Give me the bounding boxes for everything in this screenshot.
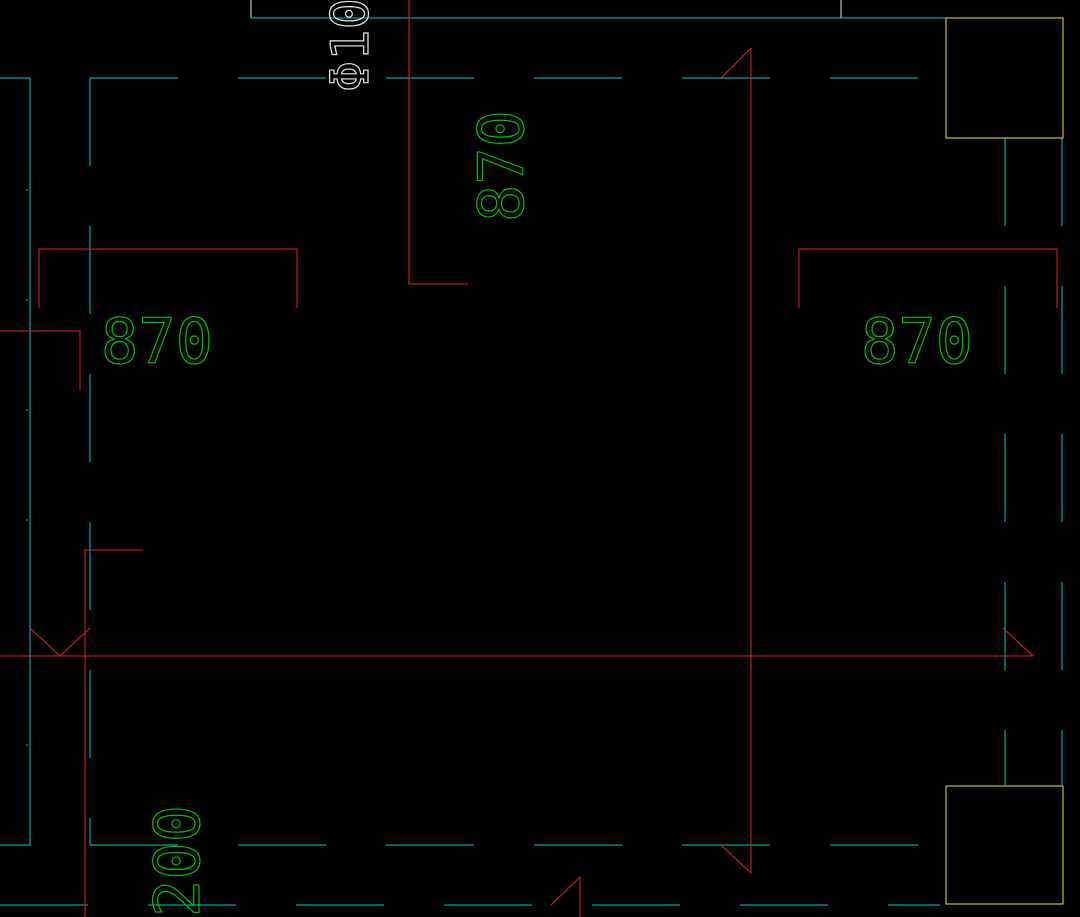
grid-dot: [26, 409, 28, 411]
top-white-border: [250, 0, 842, 18]
drawing-labels: Φ10 870 870 870 200: [100, 0, 973, 917]
dimension-left-label: 870: [101, 305, 213, 378]
dimension-top-label: 870: [465, 110, 538, 222]
rebar-left-hook: [0, 330, 81, 390]
rebar-left-bracket: [38, 248, 298, 308]
rebar-top-hook: [408, 0, 468, 285]
grid-dot: [26, 744, 28, 746]
left-edge-dots: [26, 189, 28, 746]
bar-spec-label: Φ10: [321, 0, 381, 92]
rebar-bottom-arrow: [720, 844, 752, 874]
section-left-edge: [0, 77, 31, 846]
rebar-top-arrow: [720, 47, 752, 79]
grid-dot: [26, 519, 28, 521]
dimension-bottom-label: 200: [141, 805, 214, 917]
rebar-right-arrow: [1002, 627, 1034, 657]
column-markers: [945, 17, 1064, 905]
grid-dot: [26, 189, 28, 191]
column-top-right: [945, 17, 1064, 139]
rebar-lower-left: [84, 549, 143, 917]
rebar-lines: [0, 0, 1058, 917]
grid-dot: [26, 299, 28, 301]
section-outline: [0, 17, 946, 846]
rebar-bottom-hook: [550, 875, 581, 917]
inner-dashed-outline: [0, 77, 1063, 906]
rebar-right-bracket: [798, 248, 1058, 308]
column-bottom-right: [945, 785, 1064, 905]
rebar-left-arrow: [29, 627, 91, 657]
dimension-right-label: 870: [861, 305, 973, 378]
